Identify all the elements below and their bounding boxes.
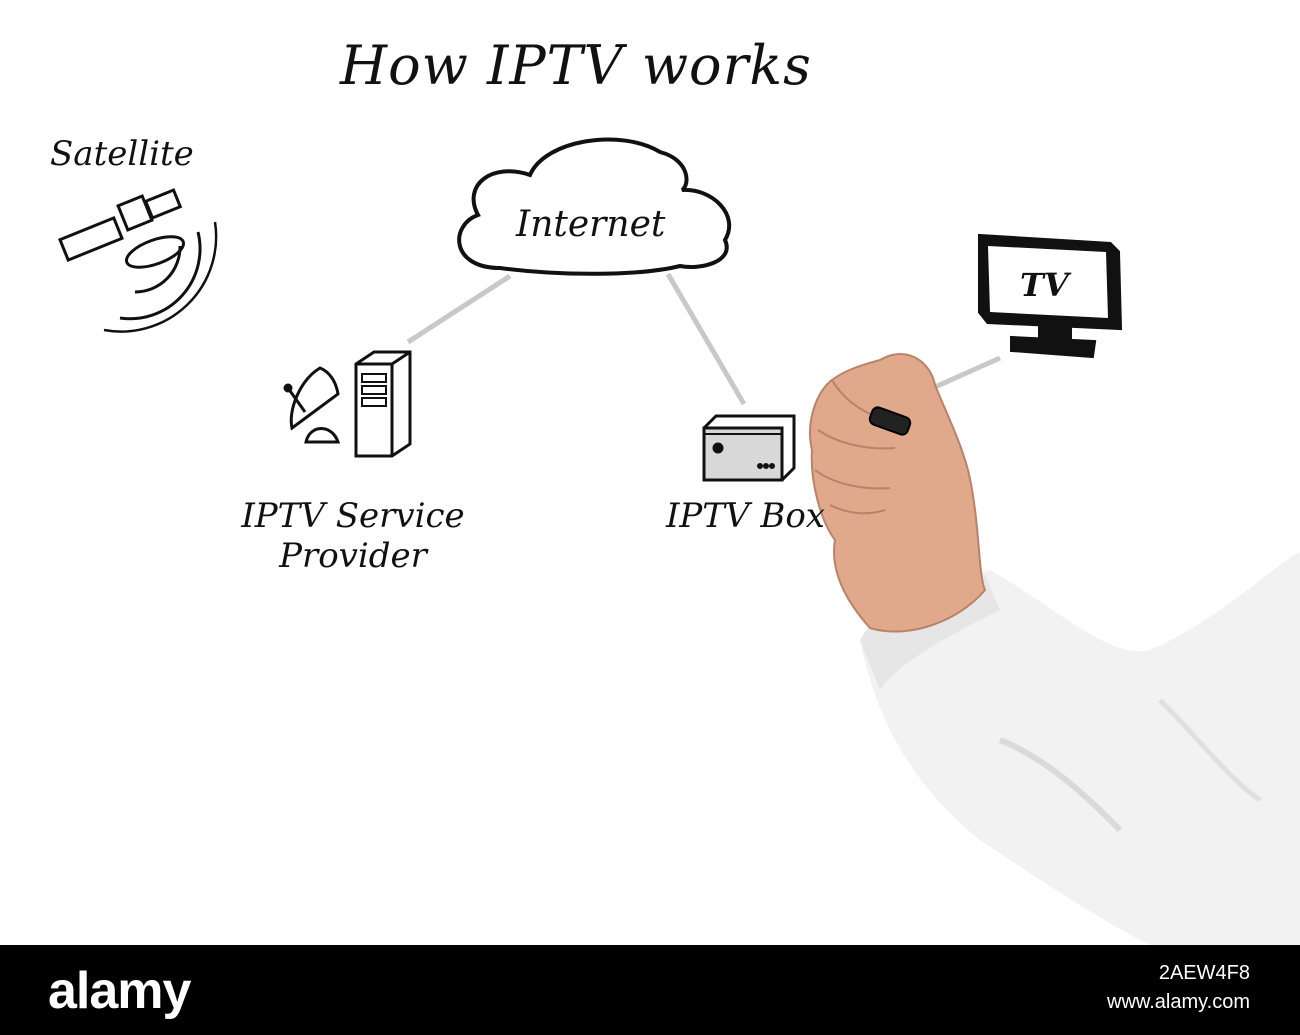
diagram-canvas: How IPTV works Satellite Internet TV IPT… [50,34,1300,945]
hand-image [809,353,987,633]
dish-icon [283,366,341,444]
tv-icon [978,233,1123,359]
iptv-box-label: IPTV Box [666,496,825,536]
satellite-icon [58,188,218,333]
provider-label-line2: Provider [279,536,427,576]
image-id: 2AEW4F8 [1158,962,1250,984]
iptv-box-icon [702,414,796,482]
internet-label: Internet [516,204,666,245]
cloud-icon [457,137,732,276]
tv-label: TV [1020,266,1069,304]
diagram-graphics [58,137,1300,945]
site-url: www.alamy.com [1107,991,1250,1013]
provider-label: IPTV Service Provider [228,496,478,576]
satellite-label: Satellite [50,134,194,174]
provider-label-line1: IPTV Service [241,496,465,536]
image-id-block: 2AEW4F8 www.alamy.com [1107,959,1250,1017]
diagram-title: How IPTV works [340,34,812,97]
server-icon [354,350,412,458]
stock-footer: alamy 2AEW4F8 www.alamy.com [0,945,1300,1035]
brand-logo: alamy [48,962,191,1020]
connector-internet-provider [406,273,512,345]
connector-internet-box [665,272,747,406]
